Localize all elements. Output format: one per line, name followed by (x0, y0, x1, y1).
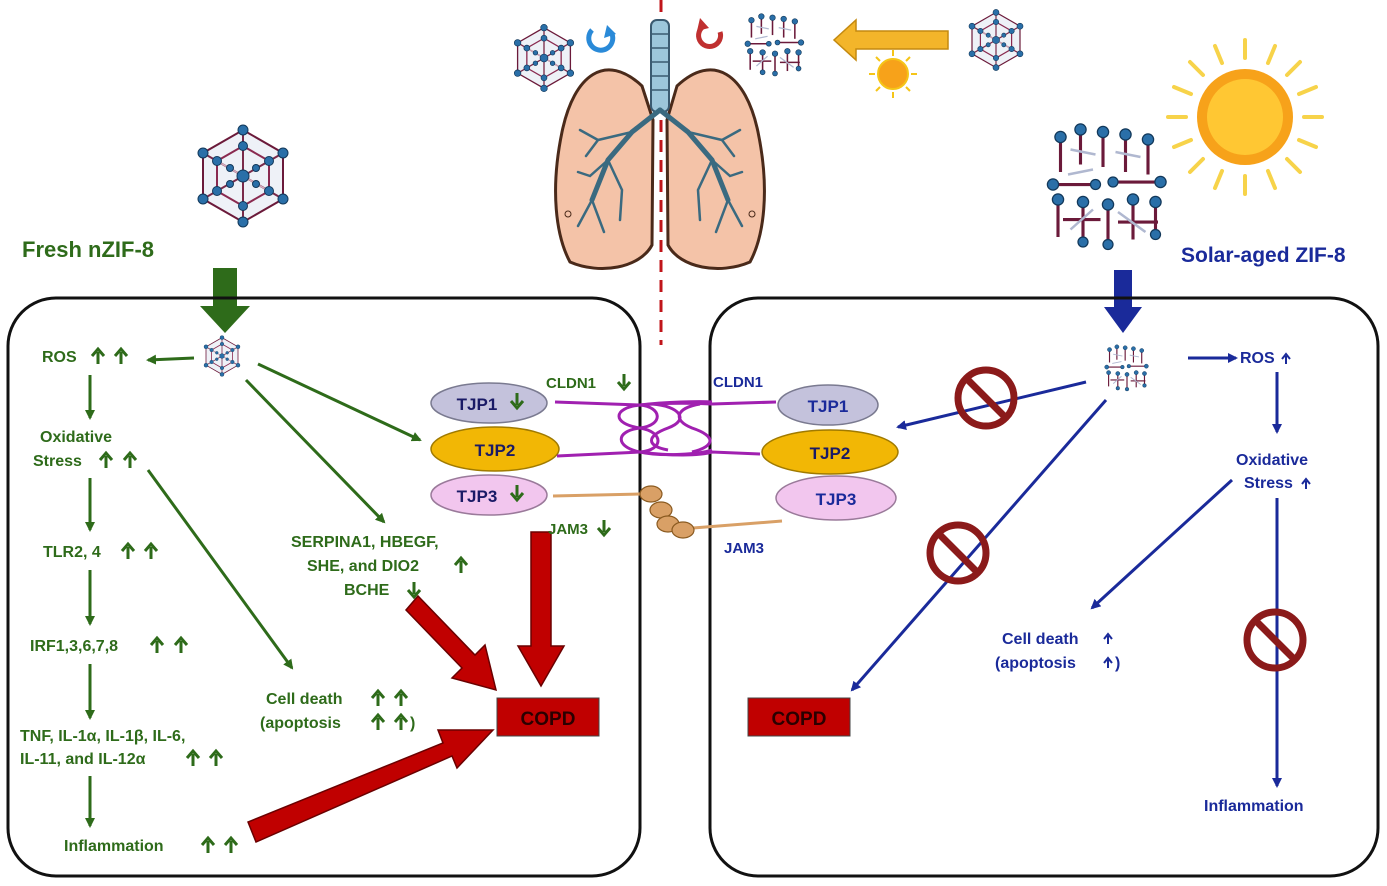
aged-zif8-icon-cell (1104, 344, 1149, 392)
aged-tjp1-label: TJP1 (808, 397, 849, 416)
arrow-up-icon (90, 347, 106, 366)
aged-tjp1 (777, 384, 879, 426)
fresh-inflammation-label: Inflammation (64, 838, 164, 855)
aged-apoptosis-label: (apoptosis (995, 655, 1076, 672)
fresh-tjp2 (430, 426, 560, 472)
aged-oxidative-label: Oxidative (1236, 452, 1308, 469)
zif8-crystal-icon-cell (203, 335, 241, 377)
arrow-up-icon (223, 836, 239, 855)
fresh-tnf-label-2: IL-11, and IL-12α (20, 751, 146, 768)
fresh-cell-box (6, 296, 642, 878)
fresh-tlr-label: TLR2, 4 (43, 544, 101, 561)
aged-stress-label: Stress (1244, 475, 1293, 492)
aged-tjp2 (761, 429, 899, 475)
fresh-bche-label: BCHE (344, 582, 390, 599)
jam3-link (552, 485, 783, 539)
fresh-tjp1-label: TJP1 (457, 395, 498, 414)
rotate-arrow-icon-red (696, 18, 724, 49)
fresh-tjp3-label: TJP3 (457, 487, 498, 506)
arrow-up-icon (453, 556, 469, 575)
arrow-down-icon (596, 518, 612, 537)
fresh-ros-label: ROS (42, 349, 77, 366)
aged-copd-box (747, 697, 851, 737)
arrow-up-icon (1281, 353, 1291, 365)
fresh-pathway-arrows (85, 354, 422, 828)
fresh-stress-label: Stress (33, 453, 82, 470)
zif8-crystal-icon-top-left (513, 23, 575, 93)
fresh-apoptosis-label: (apoptosis (260, 715, 341, 732)
fresh-oxidative-label: Oxidative (40, 429, 112, 446)
aged-tjp2-label: TJP2 (810, 444, 851, 463)
fresh-title: Fresh nZIF-8 (22, 237, 154, 262)
arrow-down-icon (406, 580, 422, 599)
arrow-down-icon (616, 372, 632, 391)
arrow-up-icon (122, 451, 138, 470)
fresh-jam3-label: JAM3 (548, 521, 588, 538)
aged-tjp3 (775, 475, 897, 521)
fresh-irf-label: IRF1,3,6,7,8 (30, 638, 118, 655)
arrow-up-icon (113, 347, 129, 366)
claudin-strands (554, 400, 777, 458)
arrow-up-icon (143, 542, 159, 561)
arrow-up-icon (120, 542, 136, 561)
lungs-icon (554, 19, 766, 270)
aged-cldn1-label: CLDN1 (713, 374, 763, 391)
arrow-up-icon (200, 836, 216, 855)
arrow-up-icon (98, 451, 114, 470)
fresh-tnf-label-1: TNF, IL-1α, IL-1β, IL-6, (20, 728, 185, 745)
zif8-crystal-icon-top-right (968, 8, 1024, 72)
arrow-up-icon (393, 689, 409, 708)
arrow-up-icon (149, 636, 165, 655)
copd-thick-arrows (247, 531, 566, 843)
aged-cell-box (708, 296, 1380, 878)
arrow-up-icon (173, 636, 189, 655)
arrow-up-icon (1103, 657, 1113, 669)
aged-zif8-icon-header (1045, 122, 1168, 252)
aged-title: Solar-aged ZIF-8 (1181, 244, 1346, 267)
sun-icon-large (1166, 38, 1324, 196)
fresh-tjp2-label: TJP2 (475, 441, 516, 460)
zif8-crystal-icon-fresh (197, 124, 289, 228)
aged-celldeath-label: Cell death (1002, 631, 1078, 648)
aged-entry-arrow (1104, 270, 1142, 333)
solar-aging-arrow (832, 18, 949, 62)
aged-tjp3-label: TJP3 (816, 490, 857, 509)
arrow-up-icon (185, 749, 201, 768)
aged-ros-label: ROS (1240, 350, 1275, 367)
aged-copd-label: COPD (772, 709, 827, 730)
arrow-up-icon (1103, 633, 1113, 645)
aged-pathway-arrows (850, 353, 1282, 788)
rotate-arrow-icon-blue (586, 25, 616, 53)
sun-icon-small (869, 50, 917, 98)
arrow-up-icon (1301, 478, 1311, 490)
fresh-entry-arrow (200, 268, 250, 333)
fresh-serpina-label-1: SERPINA1, HBEGF, (291, 534, 439, 551)
fresh-apoptosis-close: ) (410, 715, 415, 732)
fresh-copd-label: COPD (521, 709, 576, 730)
aged-inflammation-label: Inflammation (1204, 798, 1304, 815)
arrow-up-icon (370, 689, 386, 708)
fresh-cldn1-label: CLDN1 (546, 375, 596, 392)
arrow-up-icon (208, 749, 224, 768)
aged-apoptosis-close: ) (1115, 655, 1120, 672)
aged-jam3-label: JAM3 (724, 540, 764, 557)
prohibition-icon-copd (930, 525, 986, 581)
aged-zif8-icon-top (744, 12, 805, 77)
arrow-up-icon (370, 713, 386, 732)
fresh-serpina-label-2: SHE, and DIO2 (307, 558, 419, 575)
prohibition-icon-inflammation (1247, 612, 1303, 668)
fresh-copd-box (496, 697, 600, 737)
fresh-celldeath-label: Cell death (266, 691, 342, 708)
prohibition-icon-junction (958, 370, 1014, 426)
arrow-up-icon (393, 713, 409, 732)
